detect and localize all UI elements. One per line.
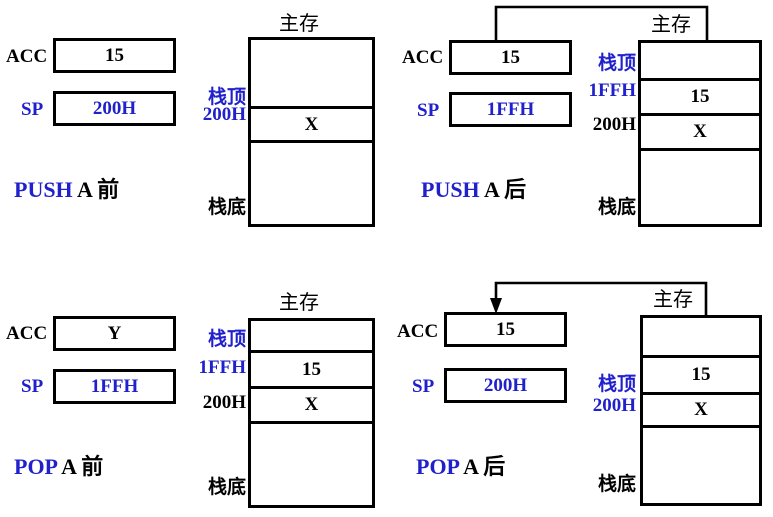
panel-caption: POP A 前: [14, 449, 103, 481]
stack-top-marker: 栈顶: [207, 86, 246, 108]
memory-cell: [641, 43, 759, 81]
caption-operation: POP: [416, 454, 459, 479]
acc-label: ACC: [6, 46, 48, 67]
caption-operation: PUSH: [421, 177, 480, 202]
sp-register-box: 1FFH: [449, 92, 572, 127]
caption-rest: A 前: [72, 177, 120, 202]
memory-cell: X: [641, 116, 759, 151]
acc-register-box: 15: [449, 40, 572, 75]
memory-title: 主存: [279, 290, 319, 314]
caption-operation: POP: [14, 454, 57, 479]
memory-cell: [251, 143, 372, 224]
memory-cell: [641, 151, 759, 224]
memory-column: 15 X: [248, 318, 375, 508]
sp-value: 1FFH: [486, 98, 535, 120]
memory-title: 主存: [279, 11, 319, 35]
stack-bottom-marker: 栈底: [207, 476, 246, 498]
stack-bottom-marker: 栈底: [207, 196, 246, 218]
memory-cell: [251, 40, 372, 109]
stack-bottom-marker: 栈底: [597, 196, 636, 218]
memory-cell: X: [251, 109, 372, 143]
memory-column: 15 X: [638, 40, 762, 227]
sp-register-box: 200H: [53, 91, 176, 126]
acc-value: Y: [107, 322, 122, 344]
acc-label: ACC: [397, 321, 439, 342]
panel-caption: POP A 后: [416, 449, 505, 481]
memory-cell: [643, 318, 759, 358]
caption-rest: A 前: [56, 454, 104, 479]
panel-caption: PUSH A 后: [421, 172, 526, 204]
panel-caption: PUSH A 前: [14, 172, 119, 204]
second-address: 200H: [592, 114, 636, 135]
memory-title: 主存: [651, 12, 691, 36]
sp-register-box: 200H: [444, 368, 567, 403]
caption-rest: A 后: [458, 454, 506, 479]
acc-register-box: 15: [53, 38, 176, 73]
memory-cell: X: [251, 389, 372, 424]
sp-label: SP: [412, 376, 435, 397]
memory-cell: 15: [643, 358, 759, 395]
stack-top-address: 200H: [592, 395, 636, 416]
panel-push-before: ACC 15 SP 200H PUSH A 前 主存 X 栈顶 200H 栈底: [0, 0, 386, 258]
acc-value: 15: [496, 318, 515, 340]
memory-cell: 15: [641, 81, 759, 116]
stack-top-address: 200H: [202, 104, 246, 125]
stack-top-marker: 栈顶: [207, 328, 246, 350]
second-address: 200H: [202, 392, 246, 413]
sp-value: 200H: [483, 374, 528, 396]
stack-top-marker: 栈顶: [597, 52, 636, 74]
memory-cell: X: [643, 395, 759, 428]
memory-column: 15 X: [640, 315, 762, 506]
memory-column: X: [248, 37, 375, 227]
sp-register-box: 1FFH: [53, 369, 176, 404]
memory-cell: 15: [251, 353, 372, 389]
panel-pop-after: ACC 15 SP 200H POP A 后 主存 15 X 栈顶 200H 栈…: [386, 259, 772, 517]
stack-bottom-marker: 栈底: [597, 473, 636, 495]
caption-rest: A 后: [479, 177, 527, 202]
memory-cell: [251, 321, 372, 353]
sp-label: SP: [21, 99, 44, 120]
panel-push-after: ACC 15 SP 1FFH PUSH A 后 主存 15 X 栈顶 1FFH …: [386, 0, 772, 258]
sp-value: 200H: [92, 97, 137, 119]
sp-label: SP: [417, 100, 440, 121]
acc-register-box: 15: [444, 312, 567, 347]
panel-pop-before: ACC Y SP 1FFH POP A 前 主存 15 X 栈顶 1FFH 20…: [0, 259, 386, 517]
acc-value: 15: [501, 46, 520, 68]
acc-label: ACC: [6, 323, 48, 344]
memory-title: 主存: [653, 287, 693, 311]
memory-cell: [643, 428, 759, 503]
memory-cell: [251, 424, 372, 505]
stack-top-address: 1FFH: [198, 357, 247, 378]
acc-value: 15: [105, 44, 124, 66]
sp-value: 1FFH: [90, 375, 139, 397]
stack-top-address: 1FFH: [588, 80, 637, 101]
sp-label: SP: [21, 376, 44, 397]
caption-operation: PUSH: [14, 177, 73, 202]
acc-label: ACC: [402, 47, 444, 68]
stack-top-marker: 栈顶: [597, 373, 636, 395]
acc-register-box: Y: [53, 316, 176, 351]
